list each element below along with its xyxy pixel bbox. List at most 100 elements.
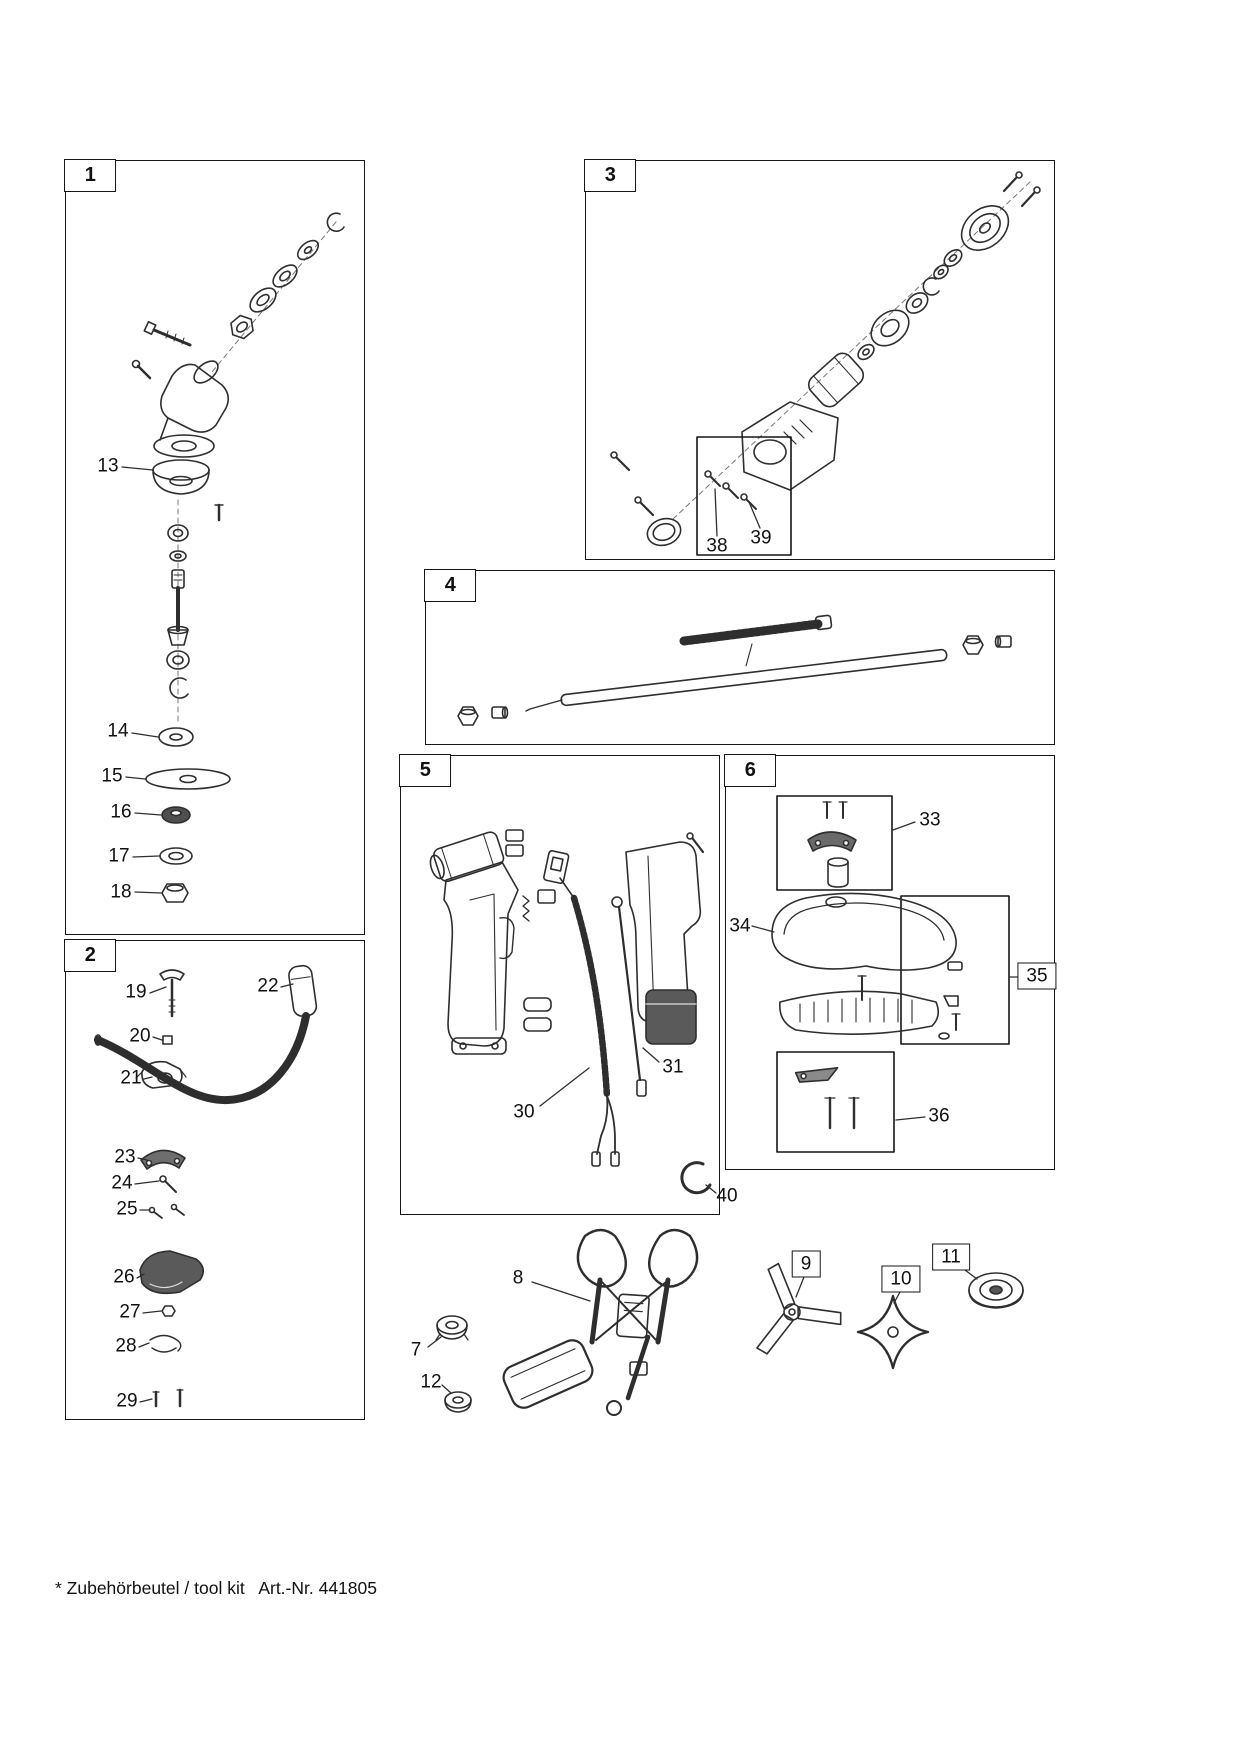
callout-7: 7 [410,1339,422,1361]
cap-part-7-icon [435,1315,469,1341]
circlip-icon [326,212,345,233]
panel-5: 5 [399,754,720,1215]
grip-icon [288,964,318,1017]
screw-icon [824,1096,836,1130]
panel-6: 6 [724,754,1055,1170]
callout-34: 34 [729,915,751,937]
throttle-cable-icon [559,877,620,1167]
screw-icon [740,493,757,510]
small-nut-icon [161,1305,176,1317]
callout-27: 27 [119,1301,141,1323]
harness-icon [502,1228,699,1416]
callout-17: 17 [108,845,130,867]
guard-assembly-drawing [680,795,1024,1195]
screw-icon [634,496,655,517]
four-point-blade-icon [856,1294,930,1370]
drive-gear-shaft-icon [167,569,189,646]
panel-4: 4 [424,569,1055,745]
wing-bolt-icon [159,969,185,981]
panel-2-label: 2 [64,939,117,973]
panel3-inner-box [696,436,792,556]
hex-nut-icon [962,635,984,655]
callout-35: 35 [1017,962,1057,990]
panel1-leader-lines [121,466,162,894]
panel3-leader-lines [714,488,761,537]
callout-30: 30 [513,1101,535,1123]
panel6-inner-box-top [776,795,893,891]
panel-1: 1 [64,159,365,935]
callout-29: 29 [116,1390,138,1412]
clutch-housing-exploded-drawing [610,171,1041,556]
screw-icon [704,470,721,487]
callout-13: 13 [97,455,119,477]
handle-shell-left-icon [443,861,519,1047]
accessories-drawing [427,1228,1024,1416]
panel6-leader-lines [705,821,1024,1194]
line-cutter-blade-icon [794,1067,839,1083]
inner-cable-icon [525,699,563,712]
hex-nut-icon [457,706,479,726]
switch-plate-icon [543,850,570,885]
clutch-drum-icon [807,352,865,408]
screw-icon [822,801,832,819]
callout-20: 20 [129,1025,151,1047]
panel-2: 2 [64,939,365,1420]
clamp-ring-icon [646,517,682,547]
callout-24: 24 [111,1172,133,1194]
hex-nut-icon [230,314,254,340]
part-14-disc [158,727,194,747]
callout-25: 25 [116,1198,138,1220]
screw-icon [610,451,631,472]
pin-icon [176,1388,184,1408]
gear-head-exploded-drawing [121,212,345,903]
callout-16: 16 [110,801,132,823]
callout-21: 21 [120,1067,142,1089]
pin-icon [152,1390,160,1408]
motor-handle-exploded-drawing [429,829,705,1167]
panel-4-label: 4 [424,569,477,603]
screw-icon [848,1096,860,1130]
clamp-saddle-icon [807,831,857,852]
callout-22: 22 [257,975,279,997]
part-17-disc [159,847,193,865]
callout-19: 19 [125,981,147,1003]
guard-extension-icon [779,990,940,1035]
callout-28: 28 [115,1335,137,1357]
callout-36: 36 [928,1105,950,1127]
footer-note: * Zubehörbeutel / tool kit Art.-Nr. 4418… [55,1578,377,1598]
pin-icon [214,503,224,522]
small-hardware-icons [938,961,963,1040]
callout-12: 12 [420,1371,442,1393]
callout-33: 33 [919,809,941,831]
callout-23: 23 [114,1146,136,1168]
spring-clip-icon [149,1334,182,1353]
screw-icon [159,1175,177,1193]
linkage-rod-icon [611,896,647,1097]
guard-shield-icon [771,892,957,971]
housing-piece-icon [139,1250,204,1295]
panel-3: 3 [584,159,1055,560]
drive-shaft-drawing [457,614,1012,726]
screw-icon [838,801,848,819]
flexible-shaft-icon [679,619,823,646]
end-cap-icon [994,635,1012,648]
panel6-inner-box-bottom [776,1051,895,1153]
cap-part-11-icon [968,1272,1024,1309]
panel-3-label: 3 [584,159,637,193]
panel2-leader-lines [134,983,294,1403]
callout-11: 11 [932,1243,970,1271]
end-cap-icon [491,706,509,719]
handlebar-tube-icon [94,1012,310,1105]
screw-icon [857,975,867,1001]
upper-housing-icon [741,401,839,491]
callout-10: 10 [881,1265,921,1293]
spring-icon [522,895,530,922]
part-16-hub [161,806,191,824]
callout-9: 9 [791,1250,821,1278]
screw-icon [1002,171,1023,193]
roller-sleeve-icon [827,857,849,888]
part-15-disc [145,768,231,790]
screw-icon [1020,186,1041,208]
